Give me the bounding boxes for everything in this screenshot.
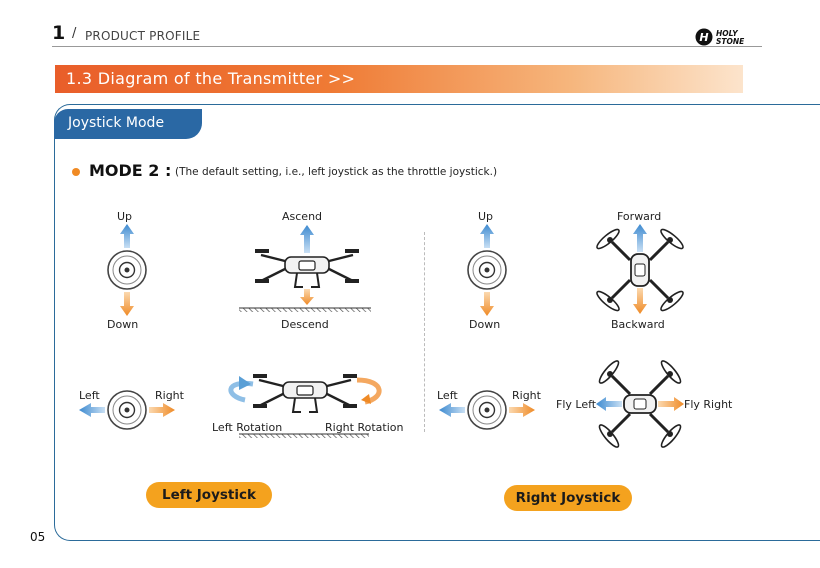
ascend-label: Ascend (282, 210, 323, 223)
up-arrow-icon (480, 224, 494, 248)
left-right-label: Right (155, 389, 184, 402)
left-arrow-icon (79, 403, 105, 417)
chapter-number: 1 (52, 22, 66, 44)
left-down-label: Down (107, 318, 139, 331)
fly-right-label: Fly Right (684, 398, 733, 411)
backward-arrow-icon (633, 288, 647, 314)
fly-left-arrow-icon (596, 397, 622, 411)
forward-label: Forward (617, 210, 662, 223)
left-up-label: Up (117, 210, 133, 223)
content-frame (54, 104, 820, 541)
drone-rotation-icon (228, 372, 382, 438)
right-left-label: Left (437, 389, 458, 402)
right-arrow-icon (509, 403, 535, 417)
left-joystick-vertical-icon (107, 224, 147, 316)
left-joystick-horizontal-icon (79, 390, 175, 430)
fly-right-arrow-icon (658, 397, 684, 411)
left-arrow-icon (439, 403, 465, 417)
bullet-dot-icon (72, 168, 80, 176)
right-up-label: Up (478, 210, 494, 223)
mode-label: MODE 2 : (89, 161, 172, 180)
forward-arrow-icon (633, 224, 647, 252)
svg-text:H: H (699, 31, 708, 44)
chapter-separator: / (72, 26, 77, 41)
left-left-label: Left (79, 389, 100, 402)
right-right-label: Right (512, 389, 541, 402)
right-joystick-label: Right Joystick (504, 485, 632, 511)
right-arrow-icon (149, 403, 175, 417)
section-title: 1.3 Diagram of the Transmitter >> (66, 69, 356, 88)
up-arrow-icon (120, 224, 134, 248)
fly-left-label: Fly Left (556, 398, 597, 411)
right-joystick-vertical-icon (467, 224, 507, 316)
descend-label: Descend (281, 318, 329, 331)
right-rotation-label: Right Rotation (325, 421, 404, 434)
header-rule (52, 46, 762, 47)
backward-label: Backward (611, 318, 665, 331)
down-arrow-icon (480, 292, 494, 316)
ground-hatch-icon (239, 434, 369, 438)
chapter-title: PRODUCT PROFILE (85, 29, 201, 43)
joystick-mode-tab-label: Joystick Mode (68, 115, 165, 131)
left-joystick-label: Left Joystick (146, 482, 272, 508)
down-arrow-icon (120, 292, 134, 316)
right-joystick-horizontal-icon (439, 390, 535, 430)
joystick-mode-tab (54, 109, 202, 139)
ground-hatch-icon (239, 308, 371, 312)
page-number: 05 (30, 530, 46, 544)
mode-description: (The default setting, i.e., left joystic… (175, 166, 498, 178)
right-down-label: Down (469, 318, 501, 331)
drone-top-view-horizontal-icon (596, 404, 684, 405)
joystick-divider (424, 232, 425, 432)
section-banner (55, 65, 743, 93)
descend-arrow-icon (300, 289, 314, 305)
left-rotation-label: Left Rotation (212, 421, 283, 434)
drone-side-view-icon (239, 225, 371, 312)
ascend-arrow-icon (300, 225, 314, 253)
drone-top-view-icon (593, 224, 687, 315)
